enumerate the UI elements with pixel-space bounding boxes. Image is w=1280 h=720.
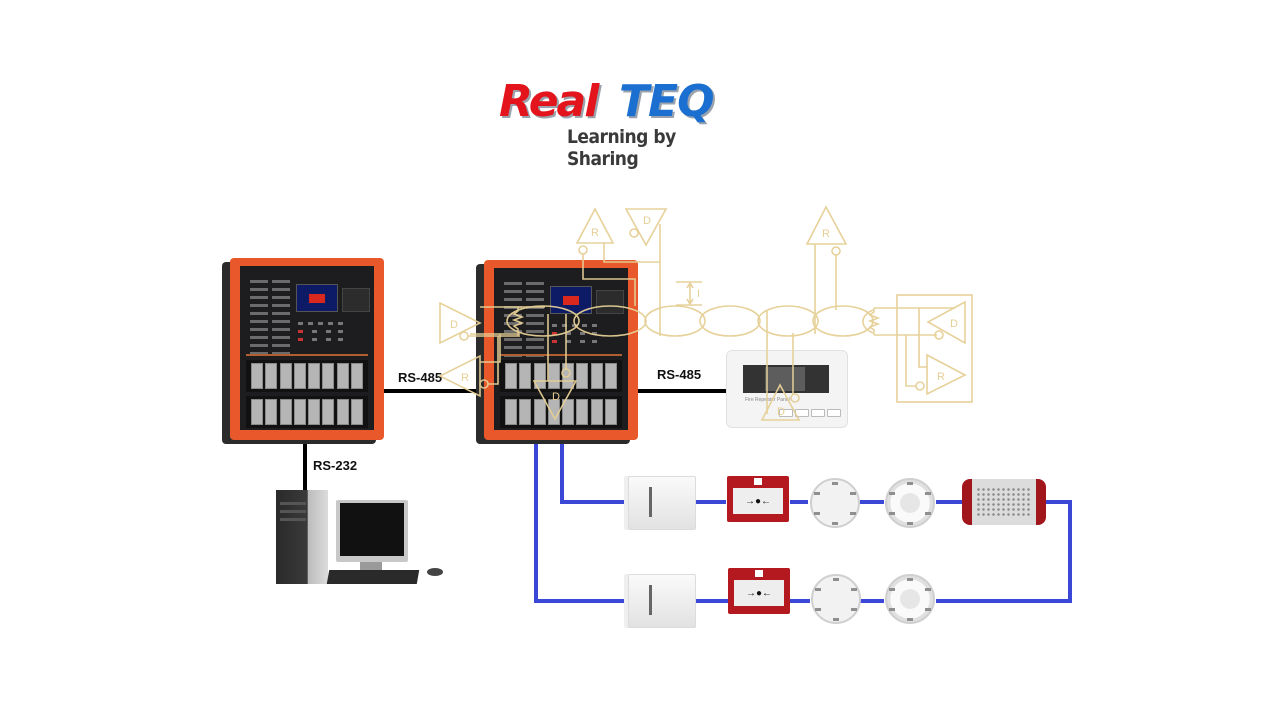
panel-1-keypad [298, 322, 358, 346]
panel-2-faceplate [494, 268, 628, 430]
panel-2-led-column-right [526, 282, 544, 362]
panel-2-screen-logo [563, 296, 579, 306]
repeater-panel: Fire Repeater Panel [726, 350, 848, 428]
panel-1-divider [246, 354, 368, 356]
call-point-symbol: →●← [734, 580, 784, 606]
call-point-symbol: →●← [733, 488, 783, 514]
panel-1-zone-row-2 [246, 396, 368, 428]
pc-monitor [336, 500, 408, 562]
manual-call-point-row2: →●← [728, 568, 790, 614]
panel-2-lcd-screen [550, 286, 592, 314]
panel-1-printer [342, 288, 370, 312]
panel-2-led-column-left [504, 282, 522, 362]
heat-detector-row2 [811, 574, 861, 624]
logo-brand-teq: TEQ [619, 76, 714, 127]
label-rs485-repeater-link: RS-485 [657, 367, 702, 382]
smoke-detector-row1 [885, 478, 935, 528]
fire-alarm-panel-1 [230, 258, 384, 440]
logo-tagline: Learning by Sharing [567, 126, 676, 170]
panel-2-printer [596, 290, 624, 314]
detection-loop-wire [534, 434, 1072, 603]
panel-1-zone-row-1 [246, 360, 368, 392]
panel-2-zone-row-1 [500, 360, 622, 392]
panel-1-led-column-right [272, 280, 290, 360]
io-module-row1 [628, 476, 696, 530]
repeater-lcd [743, 365, 829, 393]
io-module-row2 [628, 574, 696, 628]
realteq-logo: Real TEQ Learning by Sharing [497, 76, 747, 170]
pc-keyboard [326, 570, 420, 584]
manual-call-point-row1: →●← [727, 476, 789, 522]
repeater-button [811, 409, 825, 417]
sounder [962, 479, 1046, 525]
repeater-button [779, 409, 793, 417]
panel-1-screen-logo [309, 294, 325, 304]
logo-brand-real: Real [499, 76, 599, 127]
panel-2-divider [500, 354, 622, 356]
label-rs232-pc-link: RS-232 [313, 458, 358, 473]
panel-2-keypad [552, 324, 612, 348]
panel-1-lcd-screen [296, 284, 338, 312]
repeater-button [795, 409, 809, 417]
repeater-caption: Fire Repeater Panel [745, 397, 790, 403]
panel-2-zone-row-2 [500, 396, 622, 428]
label-rs485-panel-link: RS-485 [398, 370, 443, 385]
pc-mouse [427, 568, 443, 576]
pc-tower [276, 490, 328, 584]
smoke-detector-row2 [885, 574, 935, 624]
fire-alarm-panel-2 [484, 260, 638, 440]
panel-1-faceplate [240, 266, 374, 430]
repeater-button [827, 409, 841, 417]
panel-1-led-column-left [250, 280, 268, 360]
pc-monitor-stand [360, 562, 382, 570]
heat-detector-row1 [810, 478, 860, 528]
